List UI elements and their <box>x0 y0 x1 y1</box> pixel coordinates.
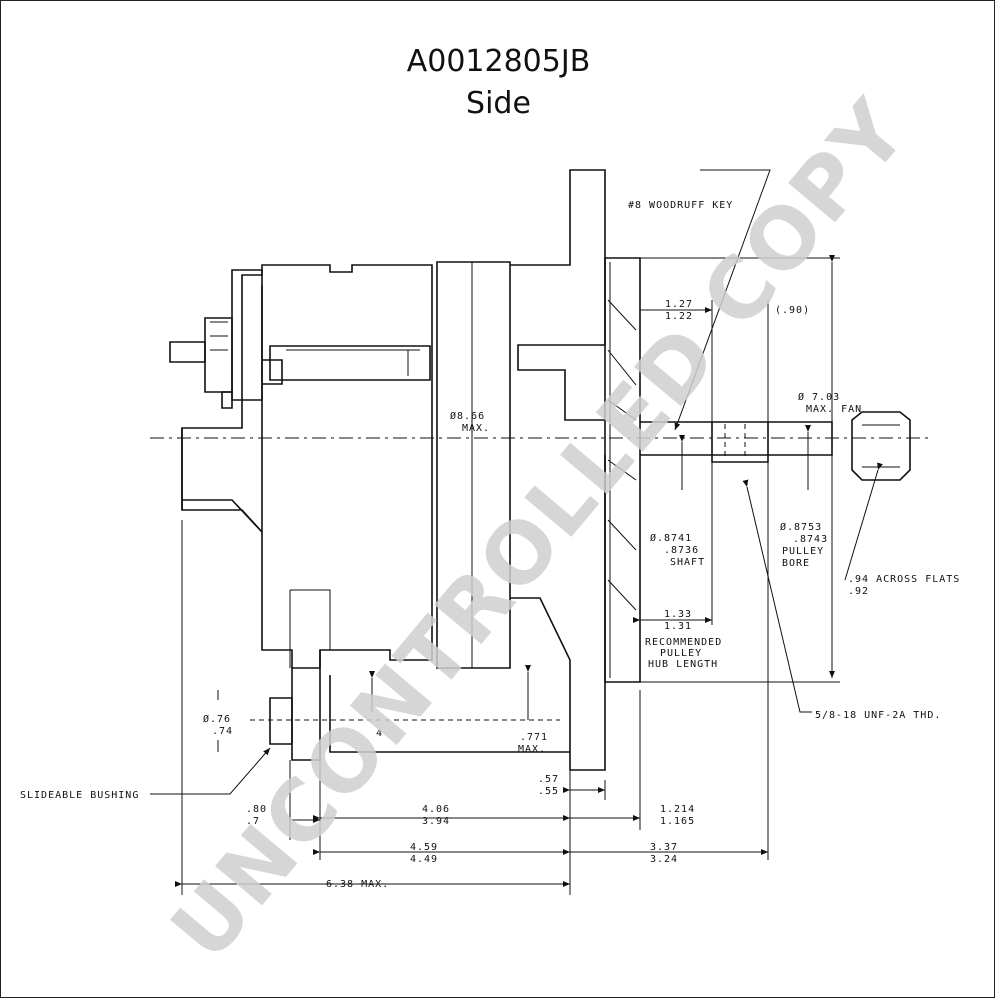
dim-label: .771 <box>520 732 548 743</box>
bore-diameter-label: Ø.8753 <box>780 521 822 533</box>
dim-label: 4 <box>376 728 383 739</box>
dim-label: MAX. <box>518 744 546 755</box>
bore-diameter-label: .8743 <box>793 534 828 545</box>
dimension-labels: #8 WOODRUFF KEY 1.27 1.22 (.90) Ø 7.03 M… <box>20 200 960 890</box>
body-diameter-label: MAX. <box>462 423 490 434</box>
drawing-title: A0012805JB <box>406 44 591 79</box>
bore-diameter-label: PULLEY <box>782 546 824 557</box>
bushing-name-label: SLIDEABLE BUSHING <box>20 790 139 801</box>
drawing-subtitle: Side <box>466 86 531 121</box>
shaft-diameter-label: Ø.8741 <box>650 532 692 544</box>
woodruff-key-label: #8 WOODRUFF KEY <box>628 200 733 211</box>
dim-label: .57 <box>538 774 559 785</box>
bushing-diameter-label: .74 <box>212 726 233 737</box>
dim-label: 1.27 <box>665 299 693 310</box>
nut <box>851 411 911 481</box>
flats-label: .94 ACROSS FLATS <box>848 574 960 585</box>
body-diameter-label: Ø8.66 <box>450 410 485 422</box>
dim-label: .55 <box>538 786 559 797</box>
dim-label: 3.24 <box>650 854 678 865</box>
dimension-lines <box>150 169 883 895</box>
dim-label: .7 <box>246 816 260 827</box>
bore-diameter-label: BORE <box>782 558 810 569</box>
shaft-diameter-label: SHAFT <box>670 557 705 568</box>
thread-label: 5/8-18 UNF-2A THD. <box>815 710 941 721</box>
fan-diameter-label: MAX. FAN <box>806 404 862 415</box>
dim-label: 4.06 <box>422 804 450 815</box>
shaft-diameter-label: .8736 <box>664 545 699 556</box>
dim-label: 4.59 <box>410 842 438 853</box>
bushing <box>250 697 560 745</box>
dim-label: 1.214 <box>660 804 695 815</box>
hub-length-label: HUB LENGTH <box>648 659 718 670</box>
flats-label: .92 <box>848 586 869 597</box>
bushing-diameter-label: Ø.76 <box>203 713 231 725</box>
hub-length-label: RECOMMENDED <box>645 637 722 648</box>
dim-label: 1.22 <box>665 311 693 322</box>
dim-label: .80 <box>246 804 267 815</box>
dim-label: 4.49 <box>410 854 438 865</box>
dim-label: (.90) <box>775 305 810 316</box>
dim-label: 3.37 <box>650 842 678 853</box>
fan-diameter-label: Ø 7.03 <box>798 391 840 403</box>
hub-length-label: PULLEY <box>660 648 702 659</box>
hub-length-label: 1.33 <box>664 609 692 620</box>
hub-length-label: 1.31 <box>664 621 692 632</box>
dim-label: 3.94 <box>422 816 450 827</box>
dim-label: 6.38 MAX. <box>326 879 389 890</box>
stator <box>436 261 511 669</box>
dim-label: 1.165 <box>660 816 695 827</box>
rear-housing <box>169 264 433 669</box>
